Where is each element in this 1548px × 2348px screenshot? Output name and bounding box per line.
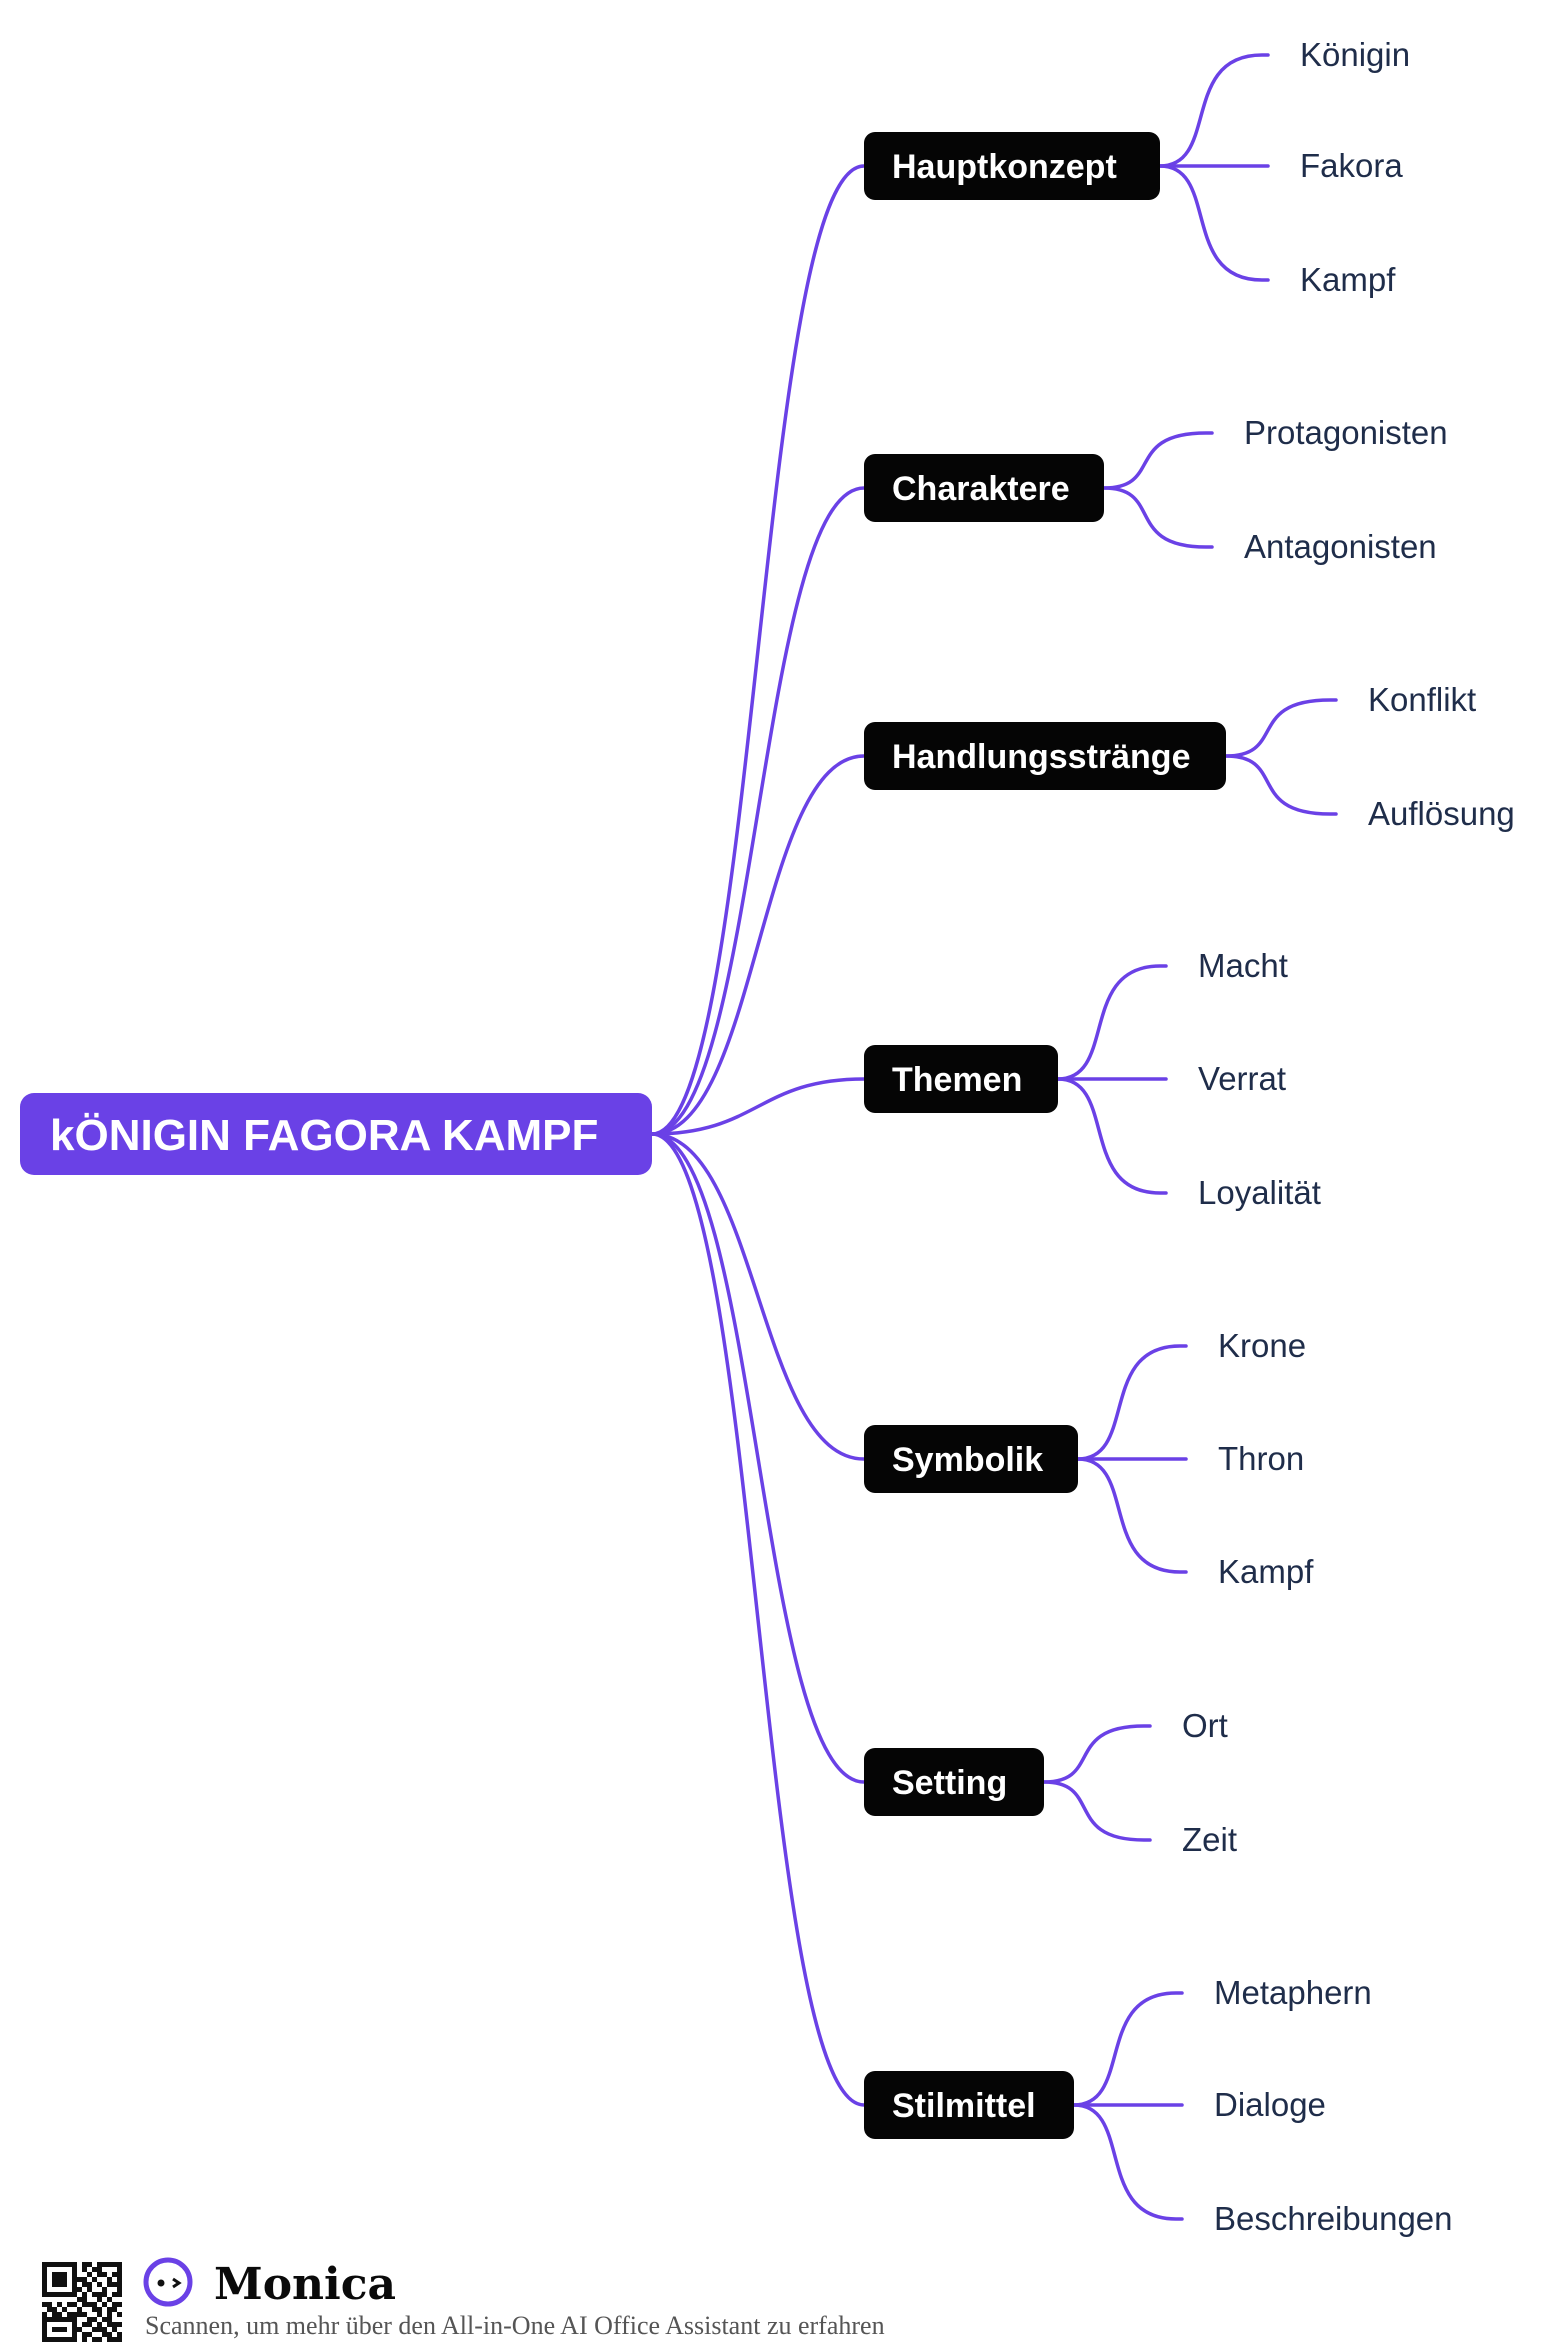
connector-hauptkonzept-leaf bbox=[1158, 164, 1270, 282]
leaf-node[interactable]: Dialoge bbox=[1214, 2086, 1326, 2123]
connector-stilmittel-leaf bbox=[1072, 1991, 1184, 2107]
connector-handlungsstränge-leaf bbox=[1224, 754, 1338, 816]
connector-root-handlungsstränge bbox=[650, 754, 866, 1136]
connector-charaktere-leaf bbox=[1102, 486, 1214, 549]
branch-label: Symbolik bbox=[892, 1441, 1043, 1479]
branch-nodes: HauptkonzeptCharaktereHandlungssträngeTh… bbox=[864, 132, 1226, 2139]
connector-root-hauptkonzept bbox=[650, 164, 866, 1136]
connector-handlungsstränge-leaf bbox=[1224, 698, 1338, 758]
branch-label: Themen bbox=[892, 1061, 1022, 1099]
leaf-node[interactable]: Kampf bbox=[1218, 1553, 1314, 1590]
connector-charaktere-leaf bbox=[1102, 431, 1214, 490]
connector-root-themen bbox=[650, 1077, 866, 1136]
leaf-nodes: KöniginFakoraKampfProtagonistenAntagonis… bbox=[1182, 36, 1515, 2237]
leaf-node[interactable]: Macht bbox=[1198, 947, 1288, 984]
connector-symbolik-leaf bbox=[1076, 1457, 1188, 1574]
connector-themen-leaf bbox=[1056, 1077, 1168, 1195]
connector-lines bbox=[650, 53, 1338, 2221]
connector-root-setting bbox=[650, 1132, 866, 1784]
connector-root-symbolik bbox=[650, 1132, 866, 1461]
branch-node-setting[interactable]: Setting bbox=[864, 1748, 1044, 1816]
connector-root-stilmittel bbox=[650, 1132, 866, 2107]
connector-symbolik-leaf bbox=[1076, 1344, 1188, 1461]
footer-brand: Monica bbox=[214, 2259, 396, 2310]
leaf-node[interactable]: Königin bbox=[1300, 36, 1410, 73]
leaf-node[interactable]: Fakora bbox=[1300, 147, 1403, 184]
leaf-node[interactable]: Zeit bbox=[1182, 1821, 1237, 1858]
branch-label: Hauptkonzept bbox=[892, 148, 1117, 186]
connector-root-charaktere bbox=[650, 486, 866, 1136]
leaf-node[interactable]: Kampf bbox=[1300, 261, 1396, 298]
leaf-node[interactable]: Antagonisten bbox=[1244, 528, 1437, 565]
connector-stilmittel-leaf bbox=[1072, 2103, 1184, 2221]
monica-logo-icon bbox=[143, 2257, 193, 2307]
branch-node-symbolik[interactable]: Symbolik bbox=[864, 1425, 1078, 1493]
branch-label: Handlungsstränge bbox=[892, 738, 1190, 776]
leaf-node[interactable]: Metaphern bbox=[1214, 1974, 1372, 2011]
connector-setting-leaf bbox=[1042, 1780, 1152, 1842]
footer: Monica Scannen, um mehr über den All-in-… bbox=[42, 2257, 885, 2342]
branch-node-charaktere[interactable]: Charaktere bbox=[864, 454, 1104, 522]
branch-label: Stilmittel bbox=[892, 2087, 1036, 2125]
branch-label: Setting bbox=[892, 1764, 1007, 1802]
connector-hauptkonzept-leaf bbox=[1158, 53, 1270, 168]
root-label: kÖNIGIN FAGORA KAMPF bbox=[50, 1111, 598, 1160]
leaf-node[interactable]: Thron bbox=[1218, 1440, 1304, 1477]
leaf-node[interactable]: Beschreibungen bbox=[1214, 2200, 1453, 2237]
leaf-node[interactable]: Auflösung bbox=[1368, 795, 1515, 832]
leaf-node[interactable]: Loyalität bbox=[1198, 1174, 1321, 1211]
leaf-node[interactable]: Konflikt bbox=[1368, 681, 1476, 718]
branch-node-hauptkonzept[interactable]: Hauptkonzept bbox=[864, 132, 1160, 200]
leaf-node[interactable]: Ort bbox=[1182, 1707, 1228, 1744]
branch-node-stilmittel[interactable]: Stilmittel bbox=[864, 2071, 1074, 2139]
footer-caption: Scannen, um mehr über den All-in-One AI … bbox=[145, 2311, 885, 2340]
root-node[interactable]: kÖNIGIN FAGORA KAMPF bbox=[20, 1093, 652, 1175]
branch-node-themen[interactable]: Themen bbox=[864, 1045, 1058, 1113]
connector-themen-leaf bbox=[1056, 964, 1168, 1081]
branch-label: Charaktere bbox=[892, 470, 1070, 508]
branch-node-handlungsstränge[interactable]: Handlungsstränge bbox=[864, 722, 1226, 790]
leaf-node[interactable]: Verrat bbox=[1198, 1060, 1286, 1097]
qr-code-icon bbox=[42, 2262, 122, 2342]
connector-setting-leaf bbox=[1042, 1724, 1152, 1784]
leaf-node[interactable]: Krone bbox=[1218, 1327, 1306, 1364]
leaf-node[interactable]: Protagonisten bbox=[1244, 414, 1448, 451]
